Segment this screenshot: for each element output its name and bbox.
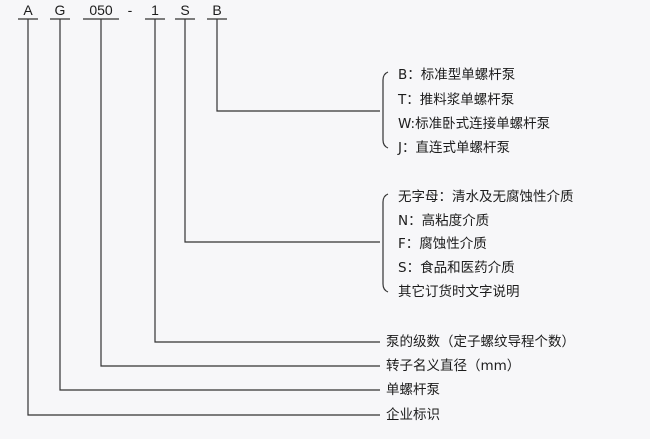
code-b: B [212,2,222,18]
code-050: 050 [89,2,113,18]
code-1: 1 [151,2,159,18]
pump-type-w: W:标准卧式连接单螺杆泵 [398,116,551,132]
medium-s: S：食品和医药介质 [398,260,515,276]
label-stages: 泵的级数（定子螺纹导程个数） [386,334,575,350]
label-company: 企业标识 [386,407,440,423]
code-s: S [180,2,190,18]
label-pump: 单螺杆泵 [386,382,440,398]
label-rotor-diameter: 转子名义直径（mm） [386,358,521,374]
medium-n: N：高粘度介质 [398,213,490,229]
pump-type-j: J：直连式单螺杆泵 [398,140,510,156]
medium-other: 其它订货时文字说明 [398,284,520,300]
medium-none: 无字母：清水及无腐蚀性介质 [398,189,574,205]
pump-type-b: B：标准型单螺杆泵 [398,67,516,83]
pump-type-t: T：推料浆单螺杆泵 [398,92,515,108]
code-g: G [54,2,66,18]
code-dash: - [127,2,133,18]
medium-f: F：腐蚀性介质 [398,236,487,252]
code-a: A [23,2,33,18]
